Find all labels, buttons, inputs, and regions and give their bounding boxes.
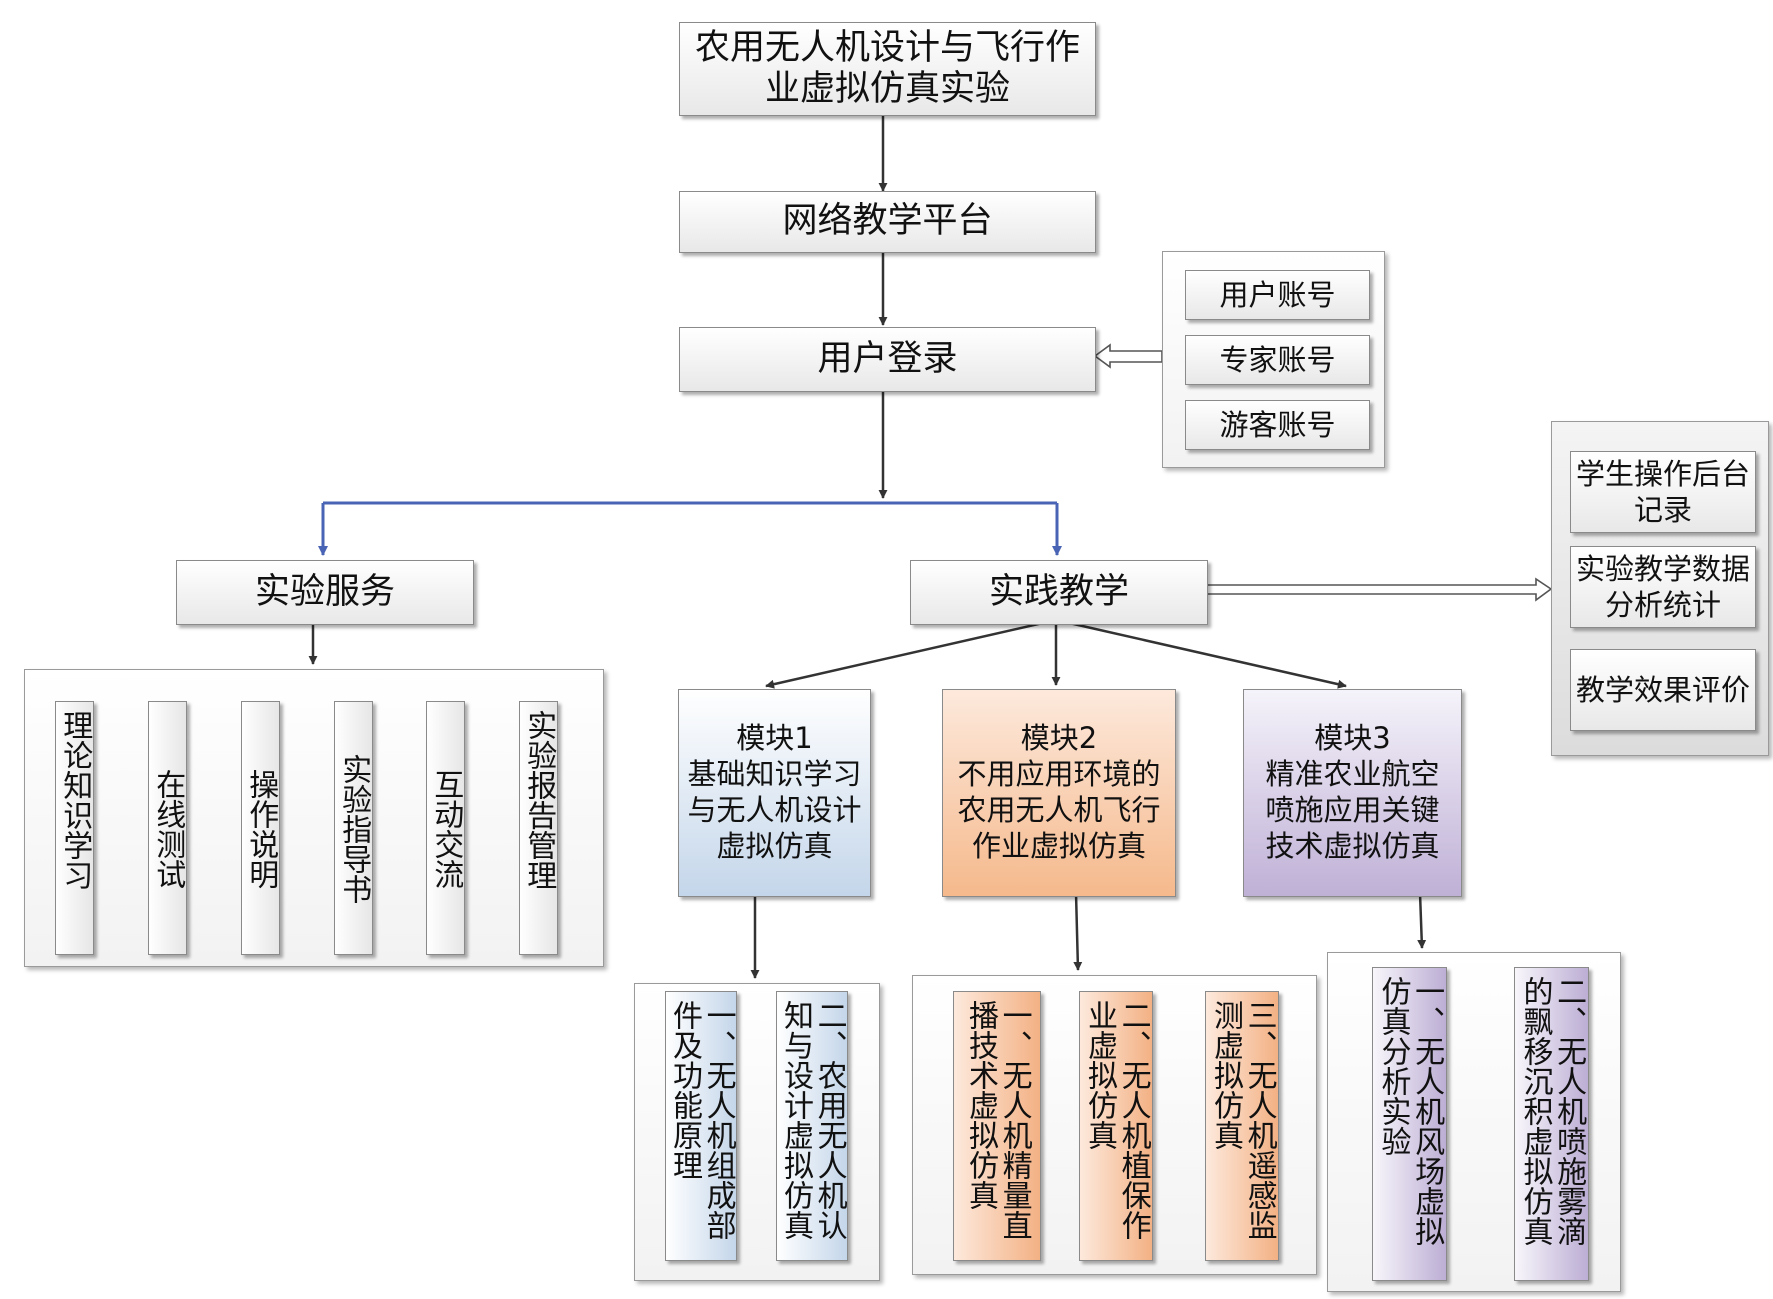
module-2-item-3-label: 三、无人机遥感监测虚拟仿真 <box>1208 1000 1277 1240</box>
service-item-report-label: 实验报告管理 <box>521 710 557 890</box>
services-node: 实验服务 <box>176 560 474 625</box>
module-1-node: 模块1 基础知识学习与无人机设计虚拟仿真 <box>678 689 871 897</box>
module-3-label: 模块3 <box>1314 721 1391 756</box>
service-item-test: 在线测试 <box>148 701 187 955</box>
module-3-item-2: 二、无人机喷施雾滴的飘移沉积虚拟仿真 <box>1514 967 1589 1281</box>
module-1-item-1-label: 一、无人机组成部件及功能原理 <box>667 1000 736 1240</box>
login-node-label: 用户登录 <box>817 338 958 379</box>
service-item-operation-label: 操作说明 <box>243 769 279 889</box>
backend-statistics: 实验教学数据分析统计 <box>1570 546 1756 628</box>
services-node-label: 实验服务 <box>254 571 395 612</box>
backend-record-label: 学生操作后台记录 <box>1575 456 1750 527</box>
service-item-guide-label: 实验指导书 <box>336 754 372 904</box>
module-3-item-2-label: 二、无人机喷施雾滴的飘移沉积虚拟仿真 <box>1517 976 1587 1246</box>
account-user: 用户账号 <box>1185 270 1370 320</box>
platform-node-label: 网络教学平台 <box>782 201 993 242</box>
backend-evaluation: 教学效果评价 <box>1570 649 1756 731</box>
arrow-module2-to-items <box>1073 892 1083 971</box>
module-3-node: 模块3 精准农业航空喷施应用关键技术虚拟仿真 <box>1243 689 1462 897</box>
module-2-node: 模块2 不用应用环境的农用无人机飞行作业虚拟仿真 <box>942 689 1176 897</box>
root-node-label: 农用无人机设计与飞行作业虚拟仿真实验 <box>694 27 1080 109</box>
module-2-item-1: 一、无人机精量直播技术虚拟仿真 <box>953 991 1041 1261</box>
arrow-practice-to-module1 <box>765 618 1057 689</box>
module-2-item-2: 二、无人机植保作业虚拟仿真 <box>1079 991 1153 1261</box>
account-expert-label: 专家账号 <box>1219 342 1336 377</box>
services-items-panel <box>24 669 604 967</box>
service-item-interaction-label: 互动交流 <box>428 769 464 889</box>
module-1-item-1: 一、无人机组成部件及功能原理 <box>665 991 737 1261</box>
backend-statistics-label: 实验教学数据分析统计 <box>1575 551 1750 622</box>
service-item-test-label: 在线测试 <box>150 769 186 889</box>
root-node: 农用无人机设计与飞行作业虚拟仿真实验 <box>679 22 1096 116</box>
module-3-desc: 精准农业航空喷施应用关键技术虚拟仿真 <box>1265 757 1440 863</box>
service-item-theory-label: 理论知识学习 <box>57 710 93 890</box>
backend-record: 学生操作后台记录 <box>1570 451 1756 533</box>
service-item-interaction: 互动交流 <box>426 701 465 955</box>
hollow-arrow-practice-to-backend <box>1205 577 1553 602</box>
module-1-item-2: 二、农用无人机认知与设计虚拟仿真 <box>776 991 848 1261</box>
module-2-desc: 不用应用环境的农用无人机飞行作业虚拟仿真 <box>957 757 1161 863</box>
platform-node: 网络教学平台 <box>679 191 1096 253</box>
account-guest-label: 游客账号 <box>1219 407 1336 442</box>
login-node: 用户登录 <box>679 327 1096 392</box>
service-item-theory: 理论知识学习 <box>55 701 94 955</box>
practice-node-label: 实践教学 <box>988 571 1129 612</box>
module-1-label: 模块1 <box>736 721 813 756</box>
module-1-desc: 基础知识学习与无人机设计虚拟仿真 <box>687 757 862 863</box>
module-1-item-2-label: 二、农用无人机认知与设计虚拟仿真 <box>778 1000 847 1240</box>
module-2-item-2-label: 二、无人机植保作业虚拟仿真 <box>1082 1000 1151 1240</box>
account-guest: 游客账号 <box>1185 400 1370 450</box>
service-item-report: 实验报告管理 <box>519 701 558 955</box>
service-item-operation: 操作说明 <box>241 701 280 955</box>
module-2-label: 模块2 <box>1020 721 1098 756</box>
module-3-item-1-label: 一、无人机风场虚拟仿真分析实验 <box>1375 976 1445 1246</box>
account-expert: 专家账号 <box>1185 335 1370 385</box>
hollow-arrow-accounts-to-login <box>1093 343 1163 369</box>
arrow-practice-to-module3 <box>1055 618 1347 689</box>
backend-evaluation-label: 教学效果评价 <box>1575 672 1750 707</box>
module-2-item-1-label: 一、无人机精量直播技术虚拟仿真 <box>963 1000 1032 1240</box>
account-user-label: 用户账号 <box>1219 277 1336 312</box>
module-3-item-1: 一、无人机风场虚拟仿真分析实验 <box>1372 967 1447 1281</box>
service-item-guide: 实验指导书 <box>334 701 373 955</box>
arrow-module3-to-items <box>1417 892 1427 949</box>
module-2-item-3: 三、无人机遥感监测虚拟仿真 <box>1205 991 1279 1261</box>
practice-node: 实践教学 <box>910 560 1208 625</box>
